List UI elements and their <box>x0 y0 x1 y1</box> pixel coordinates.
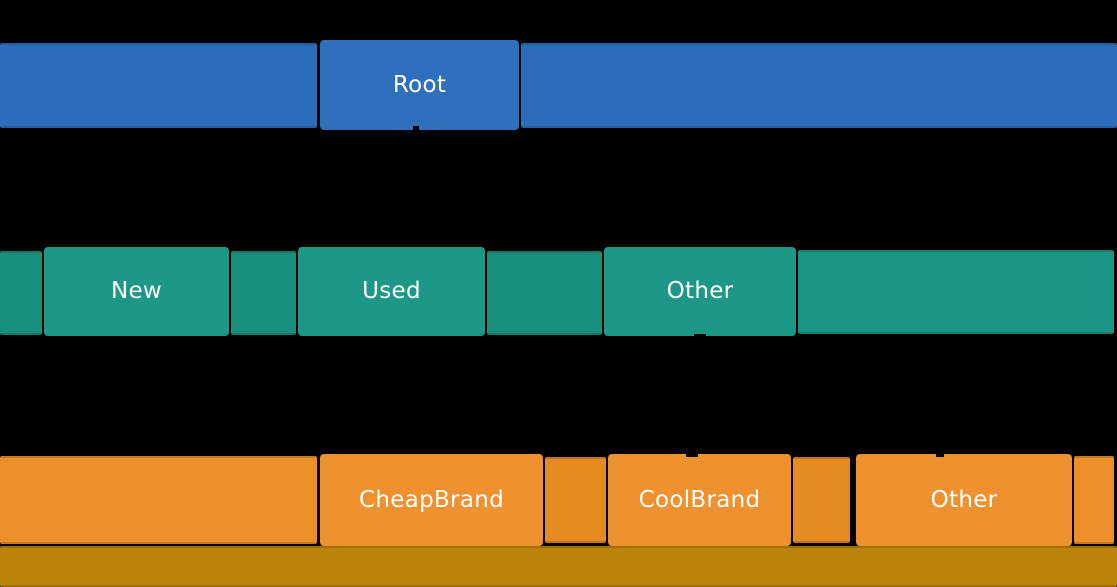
node-label: Other <box>666 278 734 304</box>
band-l1-right-band <box>521 43 1117 128</box>
band-l2-band-d <box>798 250 1114 334</box>
node-other-condition[interactable]: Other <box>604 247 796 336</box>
node-label: Root <box>392 71 447 98</box>
band-l2-band-c <box>487 251 602 335</box>
node-used[interactable]: Used <box>298 247 485 336</box>
node-label: New <box>110 278 163 304</box>
tree-edge-mark <box>694 334 706 342</box>
node-new[interactable]: New <box>44 247 229 336</box>
tree-edge-mark <box>686 447 698 457</box>
tree-edge-mark <box>413 126 419 134</box>
node-coolbrand[interactable]: CoolBrand <box>608 454 791 546</box>
band-l2-band-b <box>231 251 296 335</box>
node-label: Used <box>362 278 421 304</box>
band-l1-left-band <box>0 43 317 128</box>
band-l3-band-a <box>0 456 317 544</box>
node-label: Other <box>930 486 998 513</box>
band-l2-band-a <box>0 251 42 335</box>
node-other-brand[interactable]: Other <box>856 454 1072 546</box>
node-cheapbrand[interactable]: CheapBrand <box>320 454 543 546</box>
band-l4-band <box>0 546 1117 587</box>
tree-edge-mark <box>936 448 944 457</box>
node-label: CheapBrand <box>359 486 504 513</box>
node-root[interactable]: Root <box>320 40 519 130</box>
band-l3-band-c <box>793 457 850 543</box>
band-l3-band-d <box>1074 456 1114 544</box>
band-l3-band-b <box>545 457 606 543</box>
node-label: CoolBrand <box>638 486 761 513</box>
